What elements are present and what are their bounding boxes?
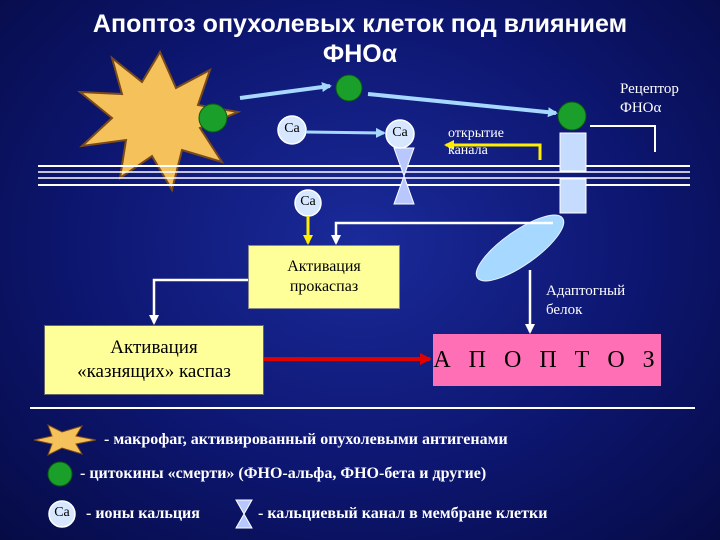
executioner-line-2: «казнящих» каспаз (77, 361, 231, 382)
channel-open-line-2: канала (448, 143, 488, 158)
arrow-adapter-to-procaspase (331, 221, 553, 245)
arrow-macrophage-to-cytokine (239, 82, 332, 100)
calcium-label: Ca (300, 194, 316, 209)
receptor-bracket (590, 125, 656, 152)
legend-cytokines: - цитокины «смерти» (ФНО-альфа, ФНО-бета… (80, 465, 487, 482)
receptor-label-line-2: ФНОα (620, 100, 662, 116)
legend-calcium-channel: - кальциевый канал в мембране клетки (258, 505, 548, 522)
calcium-label: Ca (392, 125, 408, 140)
apoptosis-box: А П О П Т О З (433, 334, 661, 386)
legend-calcium-ions: - ионы кальция (86, 505, 200, 522)
calcium-ion-icon (277, 115, 307, 145)
arrow-procaspase-to-executioner (149, 278, 248, 325)
calcium-ion-icon (385, 119, 415, 149)
cytokine-legend-icon (47, 461, 73, 487)
calcium-legend-label: Ca (54, 505, 70, 520)
arrow-channel-open (444, 140, 542, 160)
procaspase-line-2: прокаспаз (289, 278, 359, 295)
arrow-cytokine-to-receptor (367, 92, 558, 118)
macrophage-legend-icon (33, 423, 97, 457)
receptor-label: Рецептор ФНОα (620, 80, 679, 118)
executioner-line-1: Активация (110, 337, 198, 358)
receptor-lower (559, 178, 587, 214)
receptor-upper (559, 132, 587, 172)
cytokine-dot-icon (335, 74, 363, 102)
calcium-legend-icon (48, 500, 76, 528)
legend-macrophage: - макрофаг, активированный опухолевыми а… (104, 431, 508, 448)
adapter-protein (475, 214, 565, 282)
procaspase-line-1: Активация (287, 258, 361, 275)
receptor-label-line-1: Рецептор (620, 81, 679, 97)
adapter-protein-label: Адаптогный белок (546, 282, 625, 320)
calcium-channel-icon (393, 174, 415, 205)
macrophage-burst-icon (77, 49, 242, 193)
cytokine-dot-icon (198, 103, 228, 133)
title-line-1: Апоптоз опухолевых клеток под влиянием (92, 10, 628, 38)
calcium-label: Ca (284, 121, 300, 136)
adapter-label-line-1: Адаптогный (546, 283, 626, 299)
calcium-channel-legend-icon (235, 499, 253, 516)
channel-open-line-1: открытие (448, 126, 504, 141)
channel-open-label: открытие канала (448, 125, 504, 159)
adapter-label-line-2: белок (546, 302, 583, 318)
procaspase-activation-box: Активация прокаспаз (248, 245, 400, 309)
cytokine-dot-icon (557, 101, 587, 131)
calcium-channel-legend-icon (235, 512, 253, 529)
title-line-2: ФНОα (322, 40, 398, 68)
arrow-ca-left (305, 127, 386, 138)
executioner-caspase-box: Активация «казнящих» каспаз (44, 325, 264, 395)
